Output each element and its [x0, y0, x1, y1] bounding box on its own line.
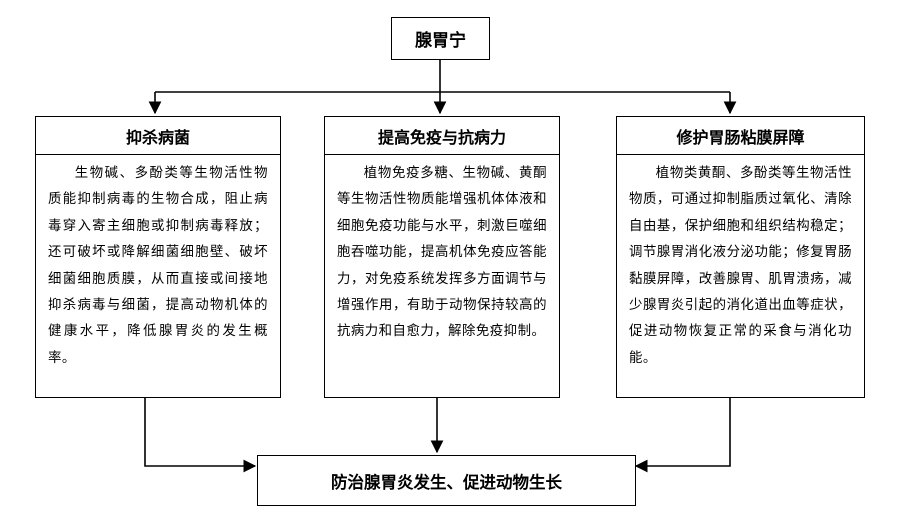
column-immunity: 提高免疫与抗病力 植物免疫多糖、生物碱、黄酮等生物活性物质能增强机体体液和细胞免… — [324, 116, 560, 398]
top-node: 腺胃宁 — [391, 17, 490, 60]
column-immunity-heading: 提高免疫与抗病力 — [325, 117, 559, 155]
column-mucosa-heading: 修护胃肠粘膜屏障 — [617, 117, 864, 155]
column-antimicrobial-text: 生物碱、多酚类等生物活性物质能抑制病毒的生物合成，阻止病毒穿入寄主细胞或抑制病毒… — [48, 166, 268, 366]
bottom-node: 防治腺胃炎发生、促进动物生长 — [257, 455, 636, 506]
arrow-column-1-to-bottom — [144, 398, 257, 473]
column-immunity-text: 植物免疫多糖、生物碱、黄酮等生物活性物质能增强机体体液和细胞免疫功能与水平，刺激… — [337, 166, 547, 340]
column-antimicrobial: 抑杀病菌 生物碱、多酚类等生物活性物质能抑制病毒的生物合成，阻止病毒穿入寄主细胞… — [35, 116, 281, 398]
column-mucosa: 修护胃肠粘膜屏障 植物类黄酮、多酚类等生物活性物质，可通过抑制脂质过氧化、清除自… — [616, 116, 865, 398]
column-antimicrobial-heading: 抑杀病菌 — [36, 117, 280, 155]
top-node-title: 腺胃宁 — [415, 31, 466, 51]
column-mucosa-text: 植物类黄酮、多酚类等生物活性物质，可通过抑制脂质过氧化、清除自由基，保护细胞和组… — [629, 166, 852, 366]
arrow-column-3-to-bottom — [634, 398, 731, 473]
bottom-node-title: 防治腺胃炎发生、促进动物生长 — [331, 472, 562, 492]
